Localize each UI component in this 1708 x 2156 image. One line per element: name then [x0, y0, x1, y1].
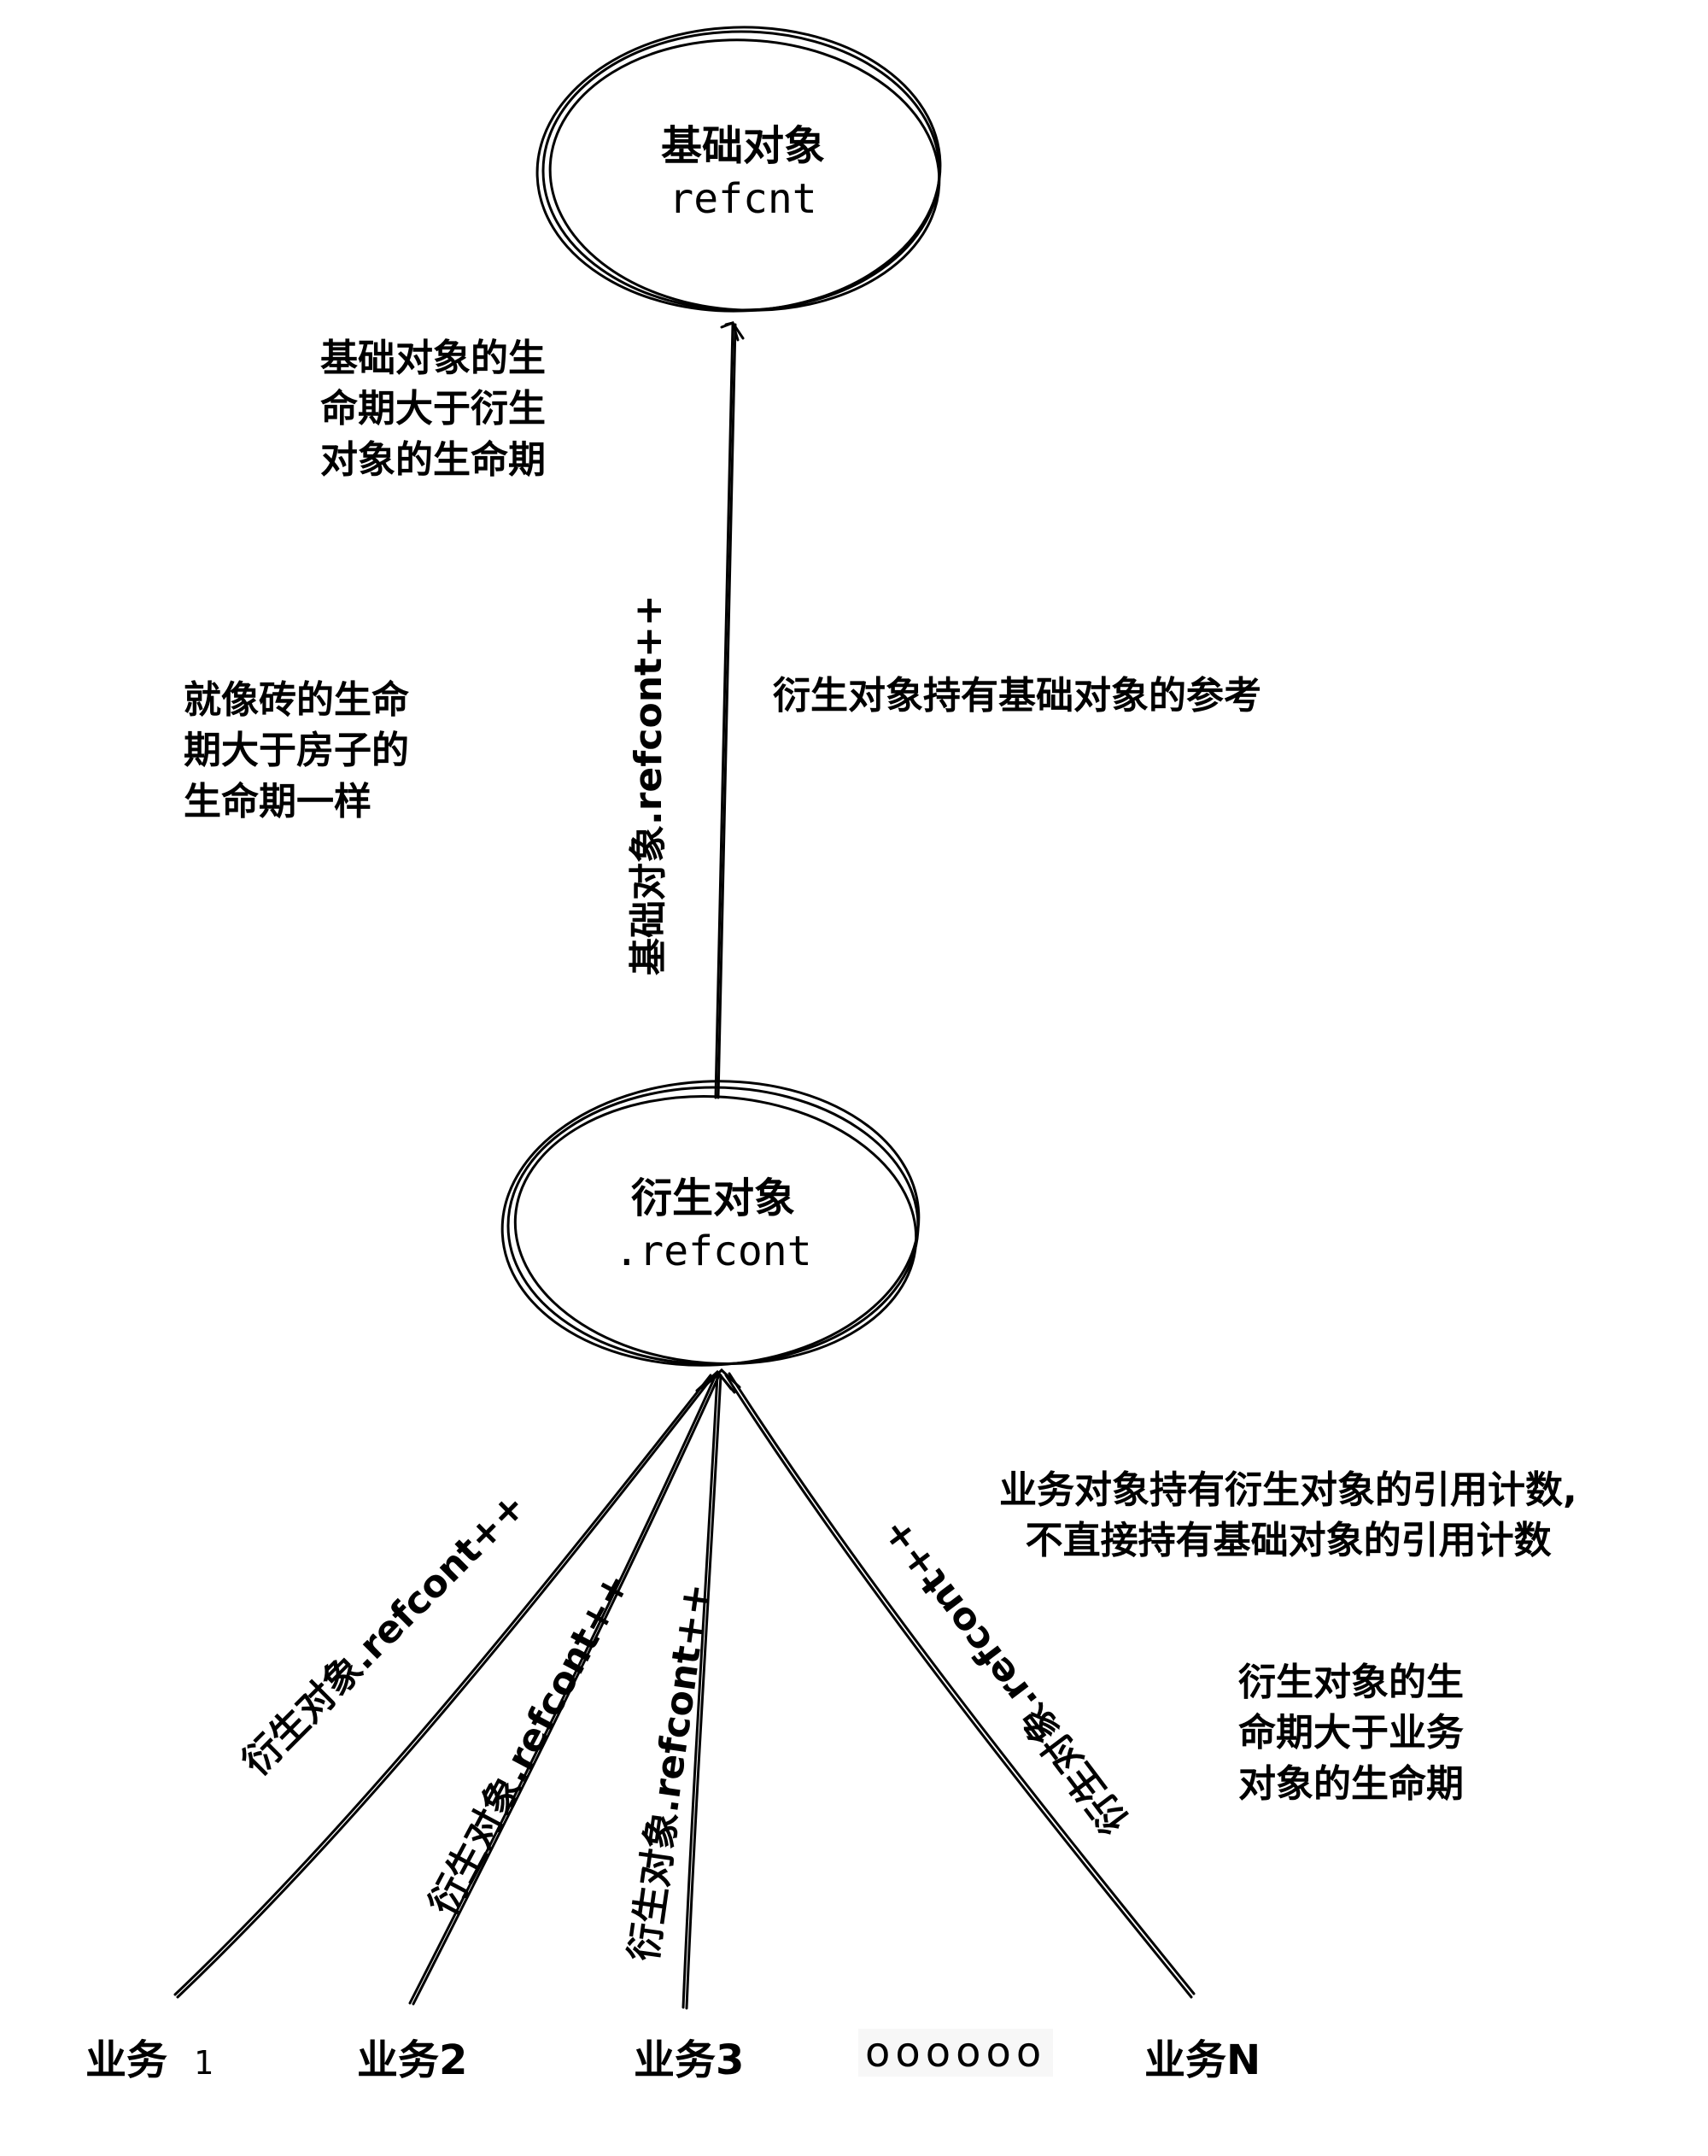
note-derived-holds-ref: 衍生对象持有基础对象的参考: [773, 674, 1261, 718]
note-base-lifetime: 基础对象的生 命期大于衍生 对象的生命期: [320, 337, 546, 482]
note-brick-analogy: 就像砖的生命 期大于房子的 生命期一样: [184, 678, 409, 823]
arrow-derived-to-base: [714, 321, 745, 1099]
business-1-number: 1: [193, 2044, 214, 2082]
business-3-label: 业务3: [634, 2036, 745, 2084]
business-node-n[interactable]: 业务N: [1144, 2026, 1261, 2086]
derived-object-node[interactable]: 衍生对象 .refcont: [585, 1172, 841, 1279]
note-derived-lifetime: 衍生对象的生 命期大于业务 对象的生命期: [1238, 1661, 1464, 1806]
business-1-label: 业务: [85, 2036, 168, 2084]
arrowheads-derived: [695, 1368, 741, 1394]
business-node-1[interactable]: 业务 1: [85, 2026, 214, 2086]
base-object-title: 基础对象: [660, 122, 825, 170]
business-2-label: 业务2: [357, 2036, 468, 2084]
edge-label-derived-to-base: 基础对象.refcont++: [627, 595, 670, 975]
arrow-bizN: [724, 1372, 1196, 1999]
derived-object-title: 衍生对象: [630, 1175, 795, 1222]
base-object-field: refcnt: [669, 175, 817, 224]
arrow-biz2: [408, 1374, 721, 2006]
business-node-2[interactable]: 业务2: [357, 2026, 467, 2086]
note-biz-holds-ref: 业务对象持有衍生对象的引用计数, 不直接持有基础对象的引用计数: [999, 1468, 1577, 1563]
base-object-ellipse: [535, 26, 942, 313]
business-ellipsis: oooooo: [858, 2029, 1054, 2077]
business-node-3[interactable]: 业务3: [634, 2026, 744, 2086]
base-object-node[interactable]: 基础对象 refcnt: [615, 120, 871, 226]
derived-object-field: .refcont: [614, 1227, 812, 1276]
business-n-label: 业务N: [1144, 2036, 1261, 2084]
arrow-biz3: [681, 1374, 722, 2010]
derived-object-ellipse: [500, 1080, 921, 1367]
arrow-biz1: [173, 1374, 716, 1999]
